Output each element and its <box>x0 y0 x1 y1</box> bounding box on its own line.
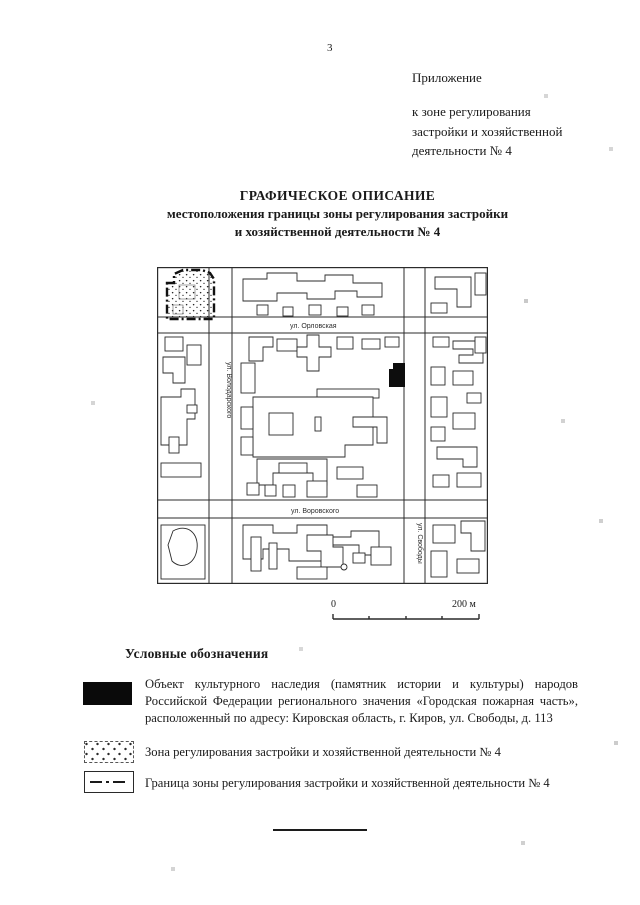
legend-item-zone-boundary: Граница зоны регулирования застройки и х… <box>145 776 550 790</box>
dash-dot-line-sample <box>90 781 128 783</box>
scale-bar-svg: 0 200 м <box>331 599 480 620</box>
street-label-vorovskogo: ул. Воровского <box>291 508 339 515</box>
legend-heading: Условные обозначения <box>125 646 269 661</box>
page-number: 3 <box>327 42 333 54</box>
city-map-svg: ул. Орловская ул. Воровского ул. Володар… <box>157 267 488 584</box>
scale-end-label: 200 м <box>452 599 477 610</box>
city-map-figure: ул. Орловская ул. Воровского ул. Володар… <box>157 267 488 584</box>
legend-item-heritage-object: Объект культурного наследия (памятник ис… <box>145 677 578 725</box>
legend-swatch-regulation-zone <box>84 741 134 763</box>
scale-start-label: 0 <box>331 599 336 610</box>
map-scale-bar: 0 200 м <box>322 594 492 628</box>
buildings <box>160 272 487 580</box>
appendix-heading: Приложение <box>412 70 482 85</box>
street-label-volodarskogo: ул. Володарского <box>225 362 232 418</box>
bottom-rule <box>273 829 367 831</box>
scan-noise-specks <box>0 0 2 2</box>
street-label-orlovskaya: ул. Орловская <box>290 323 337 330</box>
street-label-svobody: ул. Свободы <box>416 523 424 564</box>
scale-bar-line <box>332 614 480 620</box>
legend-swatch-zone-boundary <box>84 771 134 793</box>
title-line-1: ГРАФИЧЕСКОЕ ОПИСАНИЕ <box>239 188 436 203</box>
legend-swatch-heritage-object <box>83 682 132 705</box>
regulation-zone-4 <box>165 268 216 321</box>
title-line-2: местоположения границы зоны регулировани… <box>166 206 509 221</box>
legend-item-regulation-zone: Зона регулирования застройки и хозяйстве… <box>145 745 501 759</box>
document-title: ГРАФИЧЕСКОЕ ОПИСАНИЕ местоположения гран… <box>85 186 590 241</box>
title-line-3: и хозяйственной деятельности № 4 <box>234 224 441 239</box>
heritage-object-building <box>389 363 405 387</box>
appendix-reference: к зоне регулирования застройки и хозяйст… <box>412 104 563 158</box>
zone-inner-buildings <box>172 284 196 315</box>
